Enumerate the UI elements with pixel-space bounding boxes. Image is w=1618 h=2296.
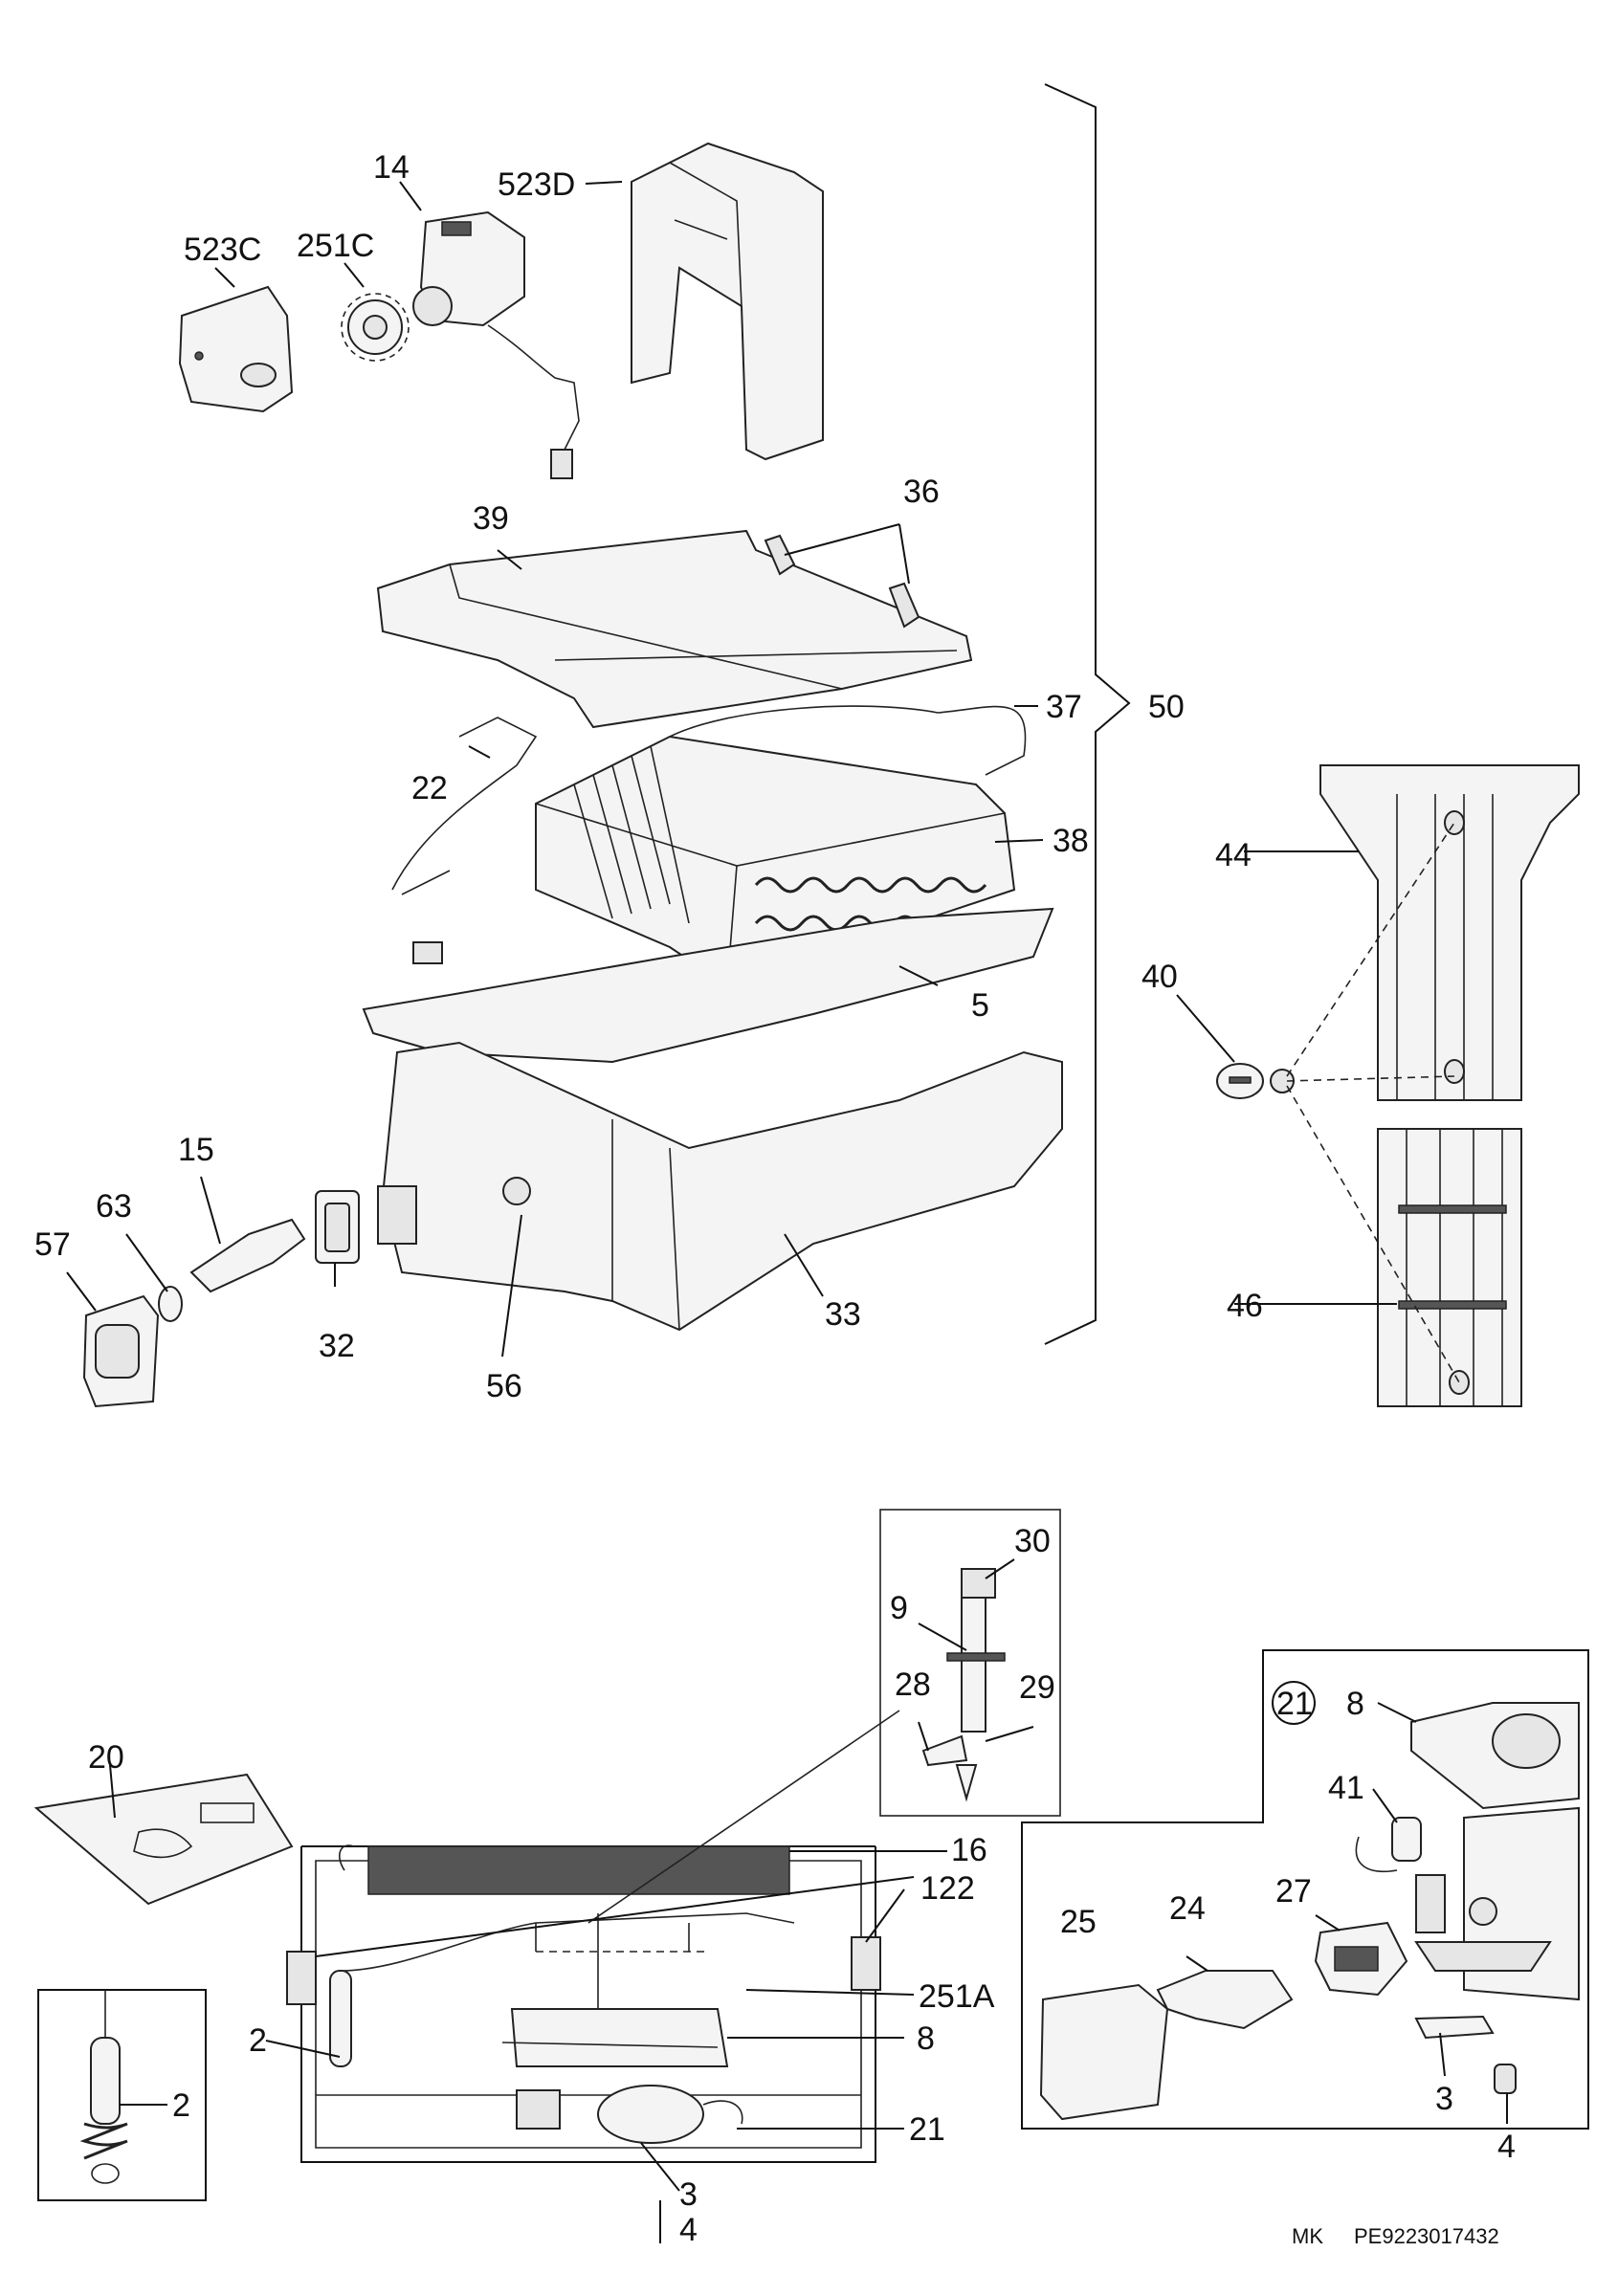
label-122: 122 <box>920 1870 975 1907</box>
part-56-outlet <box>377 1185 417 1245</box>
label-29: 29 <box>1019 1669 1055 1706</box>
part-25-terminal-cover <box>1039 1983 1169 2121</box>
part-39-evaporator-cover <box>376 529 973 729</box>
label-5: 5 <box>971 987 989 1024</box>
leader-valve-detail <box>587 1710 900 1924</box>
part-41-capacitor <box>1355 1817 1422 1872</box>
part-523c-cover <box>178 285 294 413</box>
part-2-sensor-cabinet <box>329 1912 795 2067</box>
part-8-drip-pan <box>501 1913 729 2067</box>
label-2-cabinet: 2 <box>249 2022 267 2059</box>
label-20: 20 <box>88 1739 124 1776</box>
label-2-detail: 2 <box>172 2087 190 2124</box>
part-3-clip <box>1414 2015 1495 2040</box>
label-56: 56 <box>486 1368 522 1404</box>
part-22-tube-assembly <box>391 717 538 964</box>
label-21-cabinet: 21 <box>909 2111 945 2148</box>
detail-box-compressor <box>1021 1649 1589 2130</box>
label-4-cabinet: 4 <box>679 2212 698 2248</box>
part-20-manual <box>33 1773 294 1906</box>
footer-code: MK <box>1292 2224 1323 2248</box>
label-4-detail: 4 <box>1497 2129 1516 2165</box>
callout-labels: 14 523D 523C 251C 39 36 37 50 22 38 44 5… <box>34 149 1516 2248</box>
part-33-housing <box>381 1041 1063 1332</box>
detail-box-valve <box>879 1509 1061 1817</box>
label-46: 46 <box>1227 1288 1263 1324</box>
label-25: 25 <box>1060 1904 1097 1940</box>
brace-50 <box>1044 83 1131 1345</box>
label-37: 37 <box>1046 689 1082 725</box>
label-30: 30 <box>1014 1523 1051 1559</box>
part-523d-air-duct <box>631 142 824 461</box>
label-14: 14 <box>373 149 410 186</box>
part-8-tray <box>1410 1702 1580 1810</box>
part-63-ring <box>158 1286 183 1322</box>
label-22: 22 <box>411 770 448 806</box>
label-44: 44 <box>1215 837 1252 873</box>
label-3-detail: 3 <box>1435 2081 1453 2117</box>
part-9-valve-tube <box>921 1568 1006 1802</box>
label-50: 50 <box>1148 689 1185 725</box>
label-40: 40 <box>1141 959 1178 995</box>
part-14-fan-motor <box>412 210 580 479</box>
footer-ref: PE9223017432 <box>1354 2224 1499 2248</box>
label-27: 27 <box>1275 1873 1312 1910</box>
part-57-cap <box>82 1294 160 1408</box>
leader-lines <box>66 181 1508 2243</box>
part-32-gasket <box>315 1190 360 1264</box>
label-16: 16 <box>951 1832 987 1868</box>
label-36: 36 <box>903 474 940 510</box>
part-122-pads <box>286 1936 881 2005</box>
label-251c: 251C <box>297 228 374 264</box>
label-63: 63 <box>96 1188 132 1225</box>
label-8-cabinet: 8 <box>917 2020 935 2057</box>
part-44-shelf <box>1319 764 1580 1101</box>
label-24: 24 <box>1169 1890 1206 1927</box>
part-21-compressor <box>516 2085 743 2144</box>
label-523d: 523D <box>498 166 575 203</box>
detail-box-sensor <box>37 1989 207 2201</box>
part-37-heater-wire <box>669 705 1027 776</box>
label-523c: 523C <box>184 232 261 268</box>
part-46-shelf-grid <box>1377 1128 1522 1407</box>
part-36-clips <box>764 534 920 629</box>
label-21-detail: 21 <box>1276 1686 1313 1722</box>
label-39: 39 <box>473 500 509 537</box>
circle-21 <box>1272 1681 1316 1725</box>
label-32: 32 <box>319 1328 355 1364</box>
label-15: 15 <box>178 1132 214 1168</box>
label-9: 9 <box>890 1590 908 1626</box>
part-21-compressor-detail <box>1414 1806 1580 2001</box>
part-40-lamp <box>1216 822 1460 1383</box>
label-251a: 251A <box>919 1978 995 2015</box>
part-15-drain-pipe <box>189 1218 306 1293</box>
label-28: 28 <box>895 1667 931 1703</box>
part-27-relay <box>1314 1921 1408 1997</box>
label-33: 33 <box>825 1296 861 1333</box>
part-2-sensor <box>79 1990 128 2184</box>
part-251c-fan-wheel <box>341 293 410 362</box>
label-3-cabinet: 3 <box>679 2176 698 2213</box>
label-57: 57 <box>34 1226 71 1263</box>
label-41: 41 <box>1328 1770 1364 1806</box>
label-8-detail: 8 <box>1346 1686 1364 1722</box>
part-4-grommet <box>1494 2064 1517 2094</box>
part-5-drip-tray <box>362 907 1054 1064</box>
part-24-bracket <box>1156 1970 1294 2030</box>
part-16-condenser <box>339 1844 790 1895</box>
label-38: 38 <box>1053 823 1089 859</box>
